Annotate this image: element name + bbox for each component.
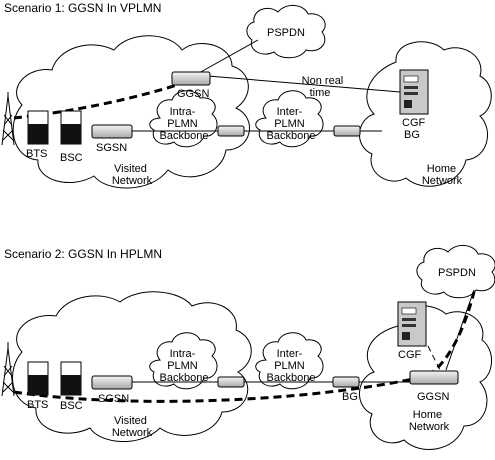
sgsn-router-icon bbox=[91, 124, 133, 139]
pspdn-label: PSPDN bbox=[438, 267, 476, 279]
inter-plmn-label: Inter- PLMN Backbone bbox=[267, 106, 316, 142]
visited-network-cloud-2 bbox=[12, 291, 252, 442]
sgsn-router-icon bbox=[91, 375, 133, 390]
cgf-bg-server-icon bbox=[399, 69, 429, 115]
bg-router-icon bbox=[332, 376, 360, 388]
inter-plmn-cloud-1 bbox=[255, 90, 324, 148]
bts-icon bbox=[27, 110, 49, 145]
intra-plmn-cloud-2 bbox=[149, 332, 218, 390]
ggsn-label: GGSN bbox=[177, 88, 209, 100]
bsc-icon bbox=[60, 361, 82, 396]
non-real-time-label: Non real time bbox=[302, 75, 347, 99]
intra-plmn-label: Intra- PLMN Backbone bbox=[160, 348, 209, 384]
visited-network-label: Visited Network bbox=[112, 415, 153, 439]
bsc-label: BSC bbox=[60, 152, 83, 164]
bsc-label: BSC bbox=[60, 400, 83, 412]
ggsn-router-icon bbox=[409, 370, 459, 385]
cgf-server-icon bbox=[397, 301, 427, 347]
data-path-2 bbox=[13, 291, 476, 403]
ggsn-label: GGSN bbox=[417, 391, 449, 403]
home-network-label: Home Network bbox=[422, 163, 463, 187]
bts-label: BTS bbox=[26, 148, 47, 160]
bts-label: BTS bbox=[27, 399, 48, 411]
pspdn-cloud-1 bbox=[246, 5, 326, 59]
bg-label: BG bbox=[404, 129, 420, 141]
antenna-tower-icon bbox=[1, 92, 15, 146]
inter-plmn-label: Inter- PLMN Backbone bbox=[267, 348, 316, 384]
scenario1-title: Scenario 1: GGSN In VPLMN bbox=[4, 1, 161, 15]
cgf-label: CGF bbox=[402, 117, 426, 129]
scenario2-title: Scenario 2: GGSN In HPLMN bbox=[4, 247, 162, 261]
cgf-label: CGF bbox=[398, 349, 422, 361]
bg-label: BG bbox=[342, 391, 358, 403]
sgsn-label: SGSN bbox=[98, 393, 129, 405]
intra-plmn-label: Intra- PLMN Backbone bbox=[160, 106, 209, 142]
bsc-icon bbox=[60, 110, 82, 145]
ggsn-router-icon bbox=[171, 71, 211, 86]
bts-icon bbox=[27, 361, 49, 396]
intra-plmn-cloud-1 bbox=[149, 90, 218, 148]
inter-plmn-cloud-2 bbox=[255, 332, 324, 390]
visited-network-label: Visited Network bbox=[112, 163, 153, 187]
sgsn-label: SGSN bbox=[96, 142, 127, 154]
antenna-tower-icon bbox=[1, 342, 15, 397]
router-icon bbox=[217, 376, 245, 388]
router-icon bbox=[333, 125, 361, 137]
home-network-label: Home Network bbox=[409, 409, 450, 433]
pspdn-label: PSPDN bbox=[267, 27, 305, 39]
router-icon bbox=[217, 125, 245, 137]
pspdn-cloud-2 bbox=[416, 245, 495, 299]
non-real-time-link bbox=[207, 75, 401, 93]
